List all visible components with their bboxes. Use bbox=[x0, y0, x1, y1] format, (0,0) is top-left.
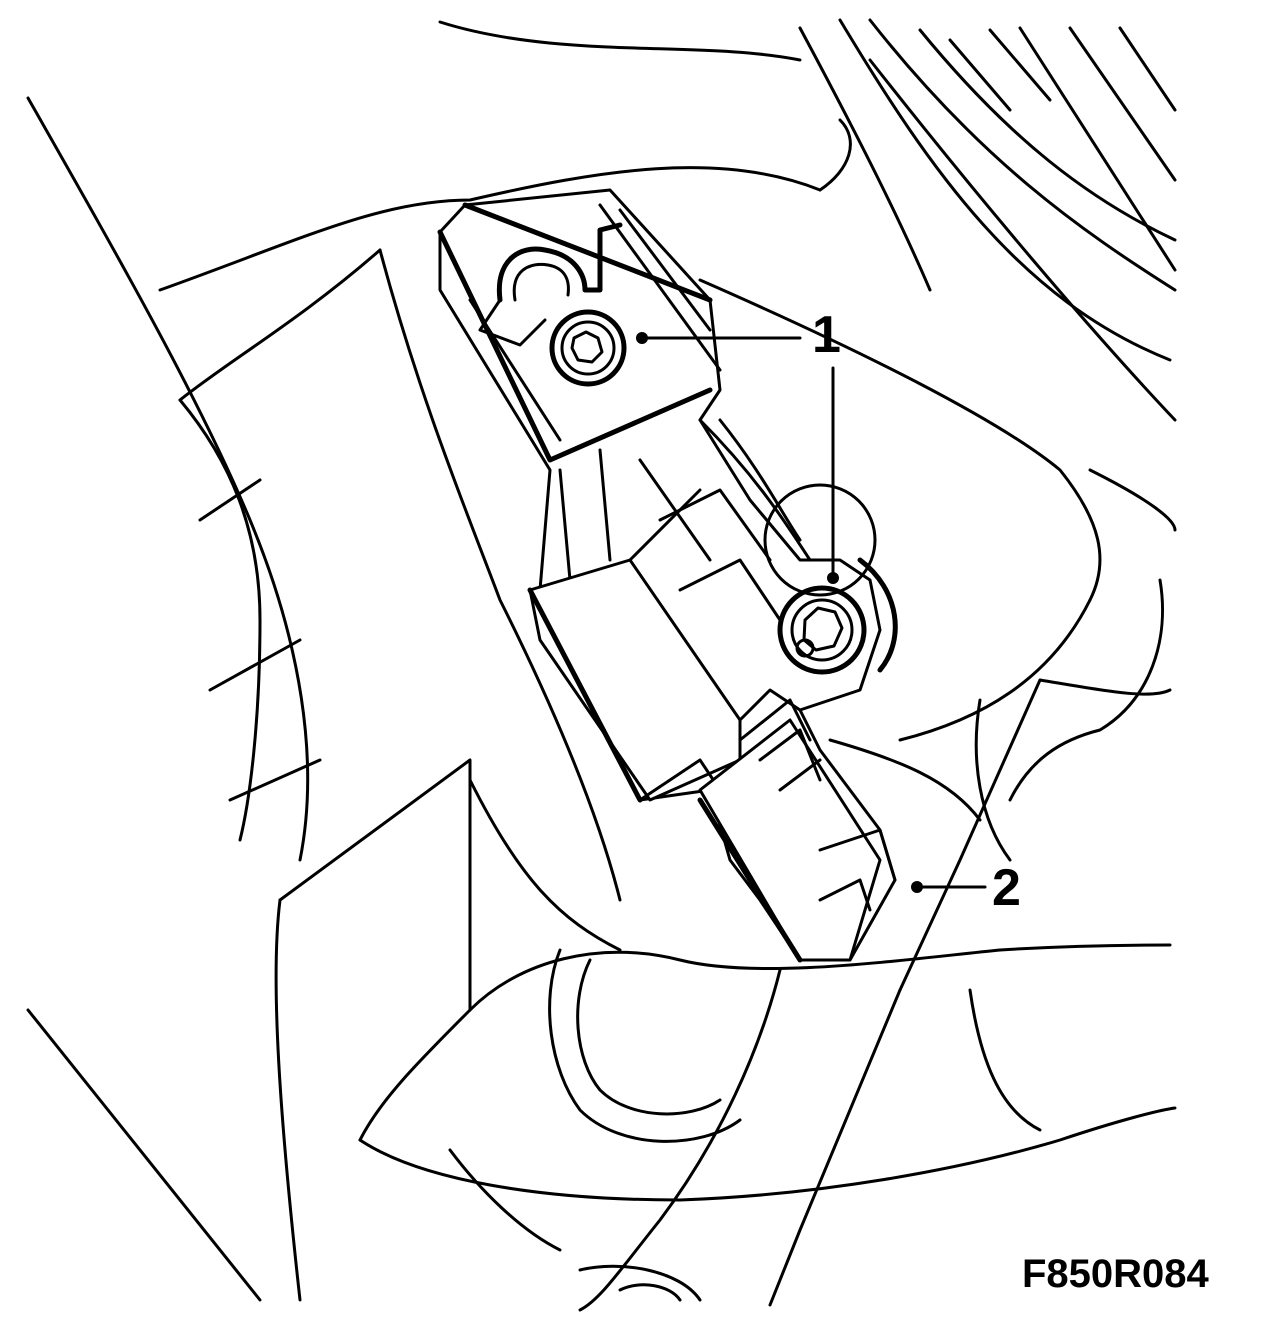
upper-bolt bbox=[478, 222, 627, 387]
sensor-module bbox=[527, 488, 782, 803]
callout-label-1: 1 bbox=[812, 306, 841, 364]
figure-reference: F850R084 bbox=[1022, 1252, 1210, 1296]
callout-label-2: 2 bbox=[992, 859, 1021, 917]
lower-bolt bbox=[763, 483, 898, 675]
connector-plug bbox=[697, 688, 897, 963]
lower-hose bbox=[26, 758, 1177, 1312]
callout-2: 2 bbox=[911, 859, 1021, 917]
background-panel-lines bbox=[26, 18, 1177, 992]
callout-1: 1 bbox=[636, 306, 841, 584]
